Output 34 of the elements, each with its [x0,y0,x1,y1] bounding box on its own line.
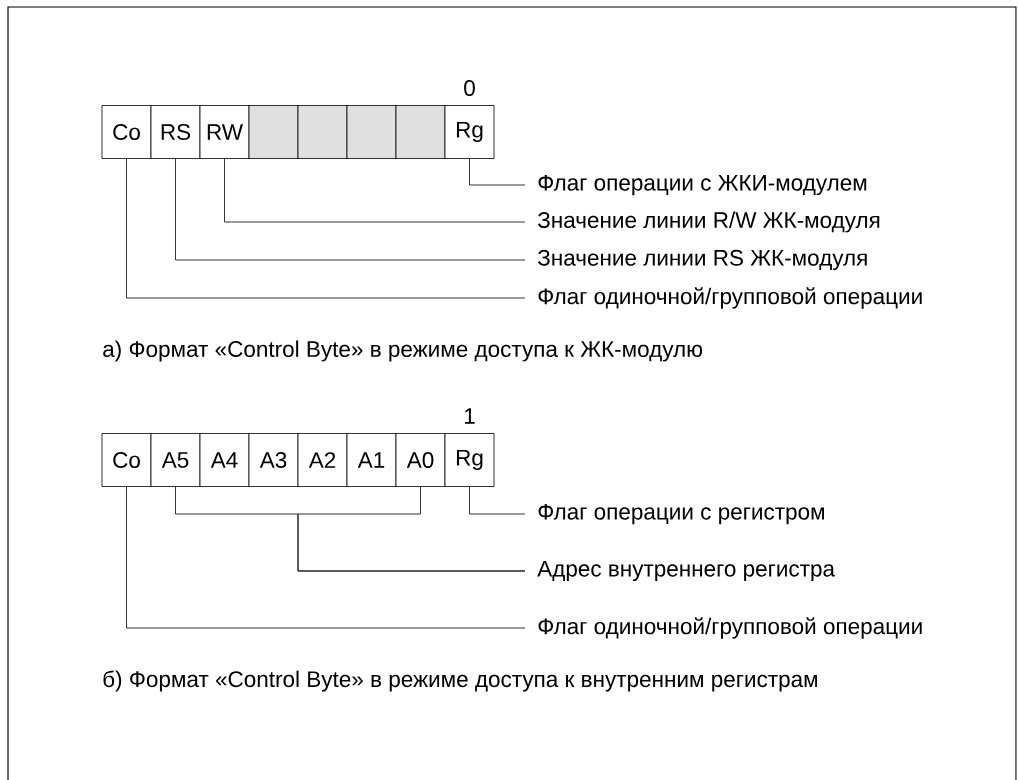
description-text: Адрес внутреннего регистра [537,560,835,582]
description-text: Значение линии R/W ЖК-модуля [537,211,880,233]
reserved-cell [395,105,446,159]
reserved-cell [297,105,348,159]
leader-line [469,486,526,515]
bit-cell: Rg [444,105,495,159]
leader-line [469,158,526,186]
bit-cell: A1 [346,433,397,487]
bit-cell: A3 [248,433,299,487]
bit-cell: Co [101,105,152,159]
bit-cell: Co [101,433,152,487]
bit-cell: RS [150,105,201,159]
caption: б) Формат «Control Byte» в режиме доступа к внутренним регистрам [103,670,818,692]
reserved-cell [346,105,397,159]
bit-cell: A0 [395,433,446,487]
description-text: Значение линии RS ЖК-модуля [537,249,867,271]
bit-number: 1 [464,408,475,424]
leader-line [297,486,526,572]
description-text: Флаг операции с регистром [538,503,824,525]
bit-cell: RW [199,105,250,159]
bit-cell: A5 [150,433,201,487]
reserved-cell [248,105,299,159]
leader-line [126,486,526,629]
leader-line [126,158,526,299]
description-text: Флаг одиночной/групповой операции [538,287,922,309]
leader-line [224,158,526,223]
caption: а) Формат «Control Byte» в режиме доступа к ЖК-модулю [103,340,703,362]
bit-cell: A2 [297,433,348,487]
leader-line [175,158,526,261]
description-text: Флаг одиночной/групповой операции [538,617,922,639]
bit-number: 0 [464,80,475,96]
bit-cell: Rg [444,433,495,487]
bit-cell: A4 [199,433,250,487]
description-text: Флаг операции с ЖКИ-модулем [538,174,867,196]
